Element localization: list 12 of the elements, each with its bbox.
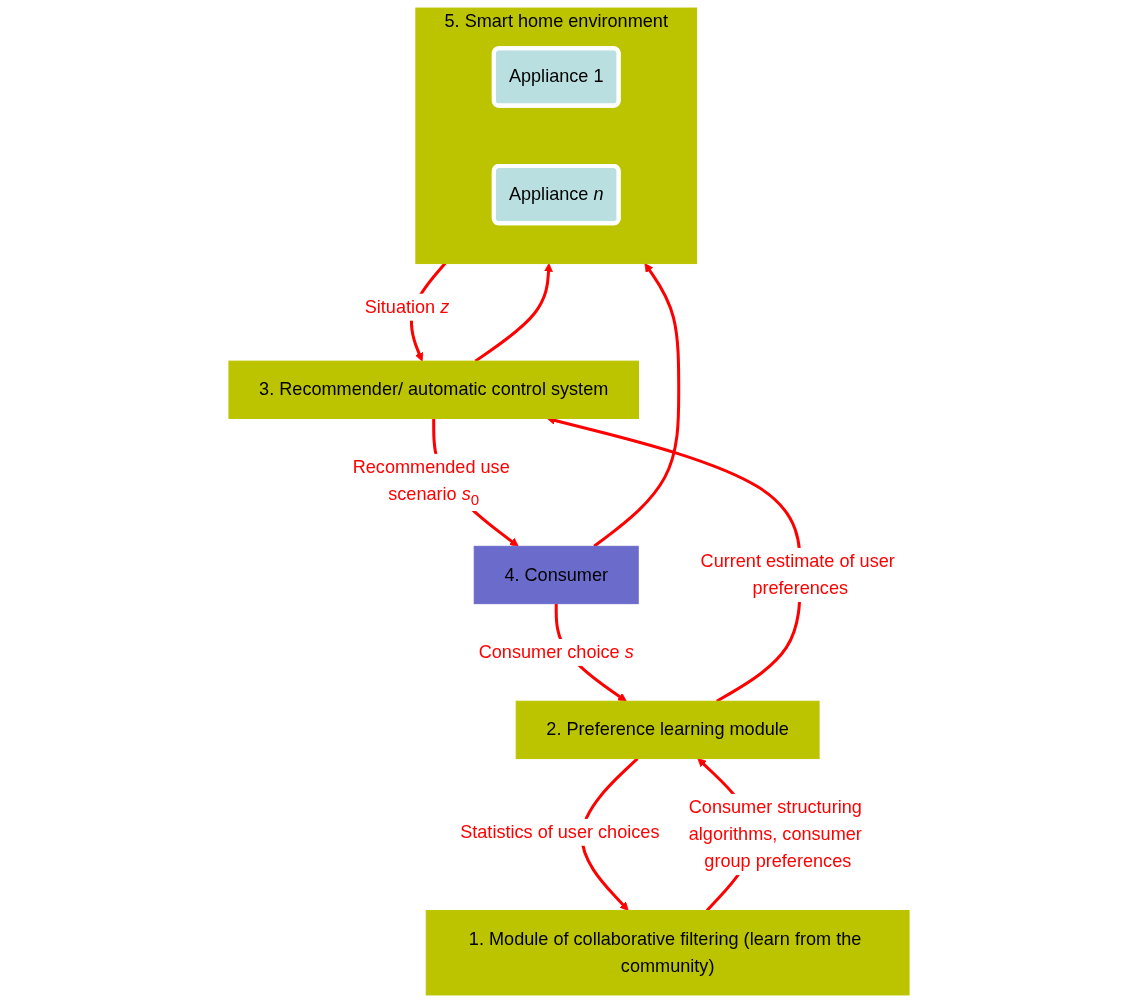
edge-label: Statistics of user choices — [460, 821, 660, 842]
node-box: 2. Preference learning module — [515, 700, 820, 760]
arrow — [593, 263, 681, 548]
arrow — [474, 263, 553, 363]
edge-label: Current estimate of user preferences — [700, 550, 895, 599]
node-box: 1. Module of collaborative filtering (learn from the community) — [425, 909, 910, 996]
edge-label: Recommended use scenario s$_{0}$ — [352, 456, 510, 508]
node-box: 3. Recommender/ automatic control system — [228, 360, 639, 419]
edge-label: Consumer choice s — [478, 641, 634, 662]
edge-label: Situation z — [364, 296, 450, 317]
edge-label: Consumer structuring algorithms, consumer group preferences — [688, 796, 862, 872]
node-box: 4. Consumer — [473, 545, 639, 605]
